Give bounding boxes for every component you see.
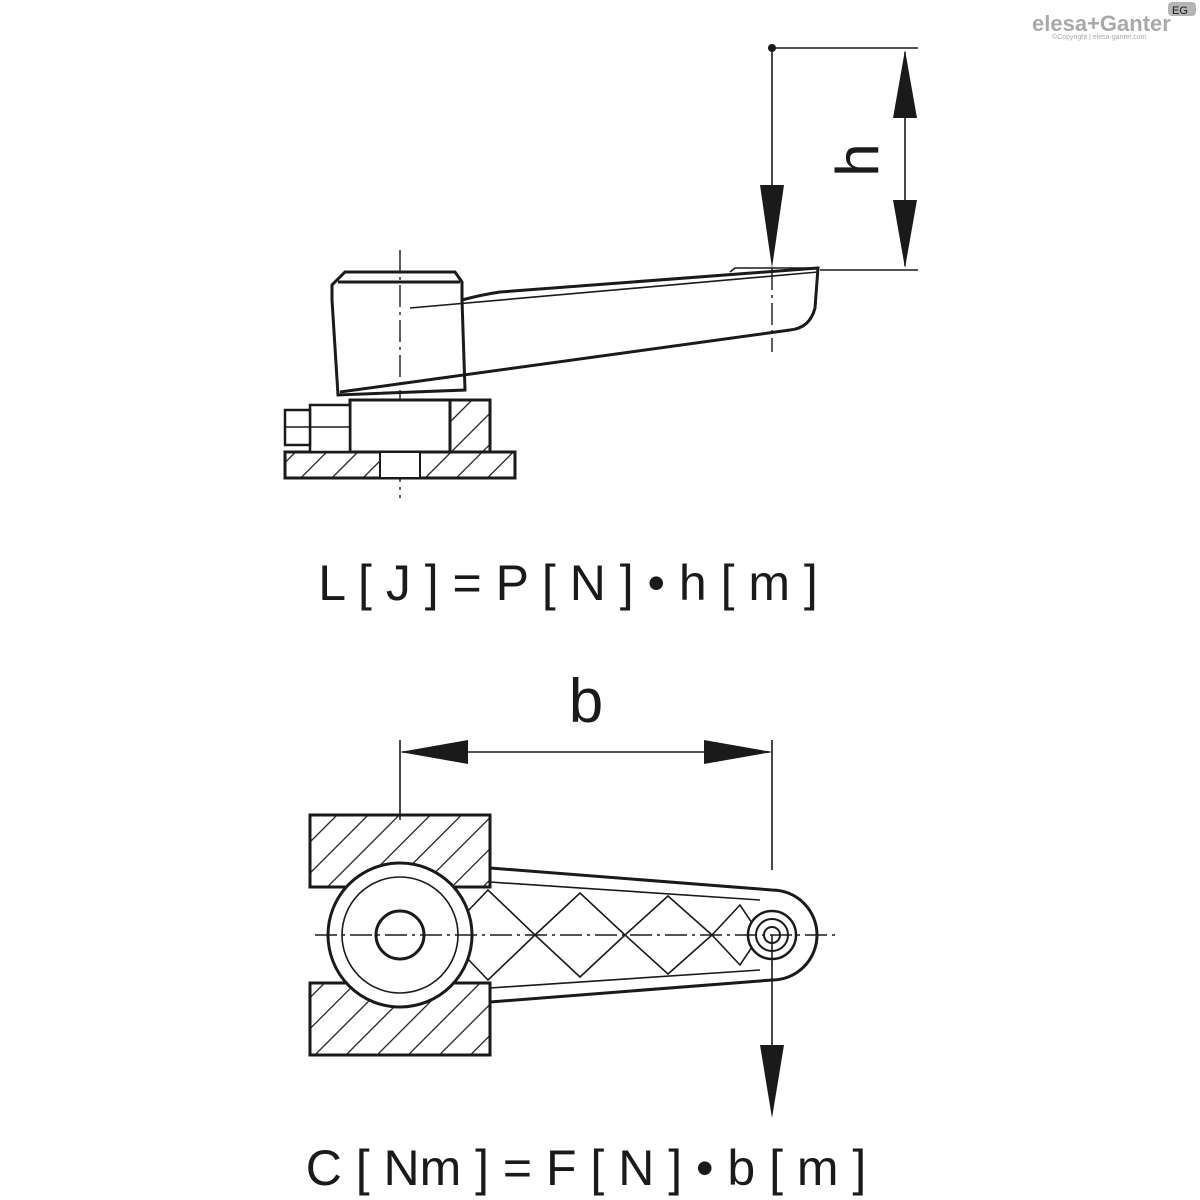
side-view-lever: h	[283, 44, 918, 498]
arrow-head	[400, 740, 468, 764]
top-view-lever: b	[308, 667, 835, 1118]
force-arrow-icon	[760, 1045, 784, 1118]
svg-text:elesa+Ganter: elesa+Ganter	[1032, 11, 1171, 36]
arrow-head	[893, 50, 917, 118]
b-dimension-label: b	[569, 667, 603, 736]
force-arrow-icon	[760, 185, 784, 268]
work-formula: L [ J ] = P [ N ] • h [ m ]	[318, 555, 818, 611]
elesa-ganter-logo: elesa+Ganter EG ©Copyright | elesa-gante…	[1032, 2, 1196, 41]
arrow-head	[893, 200, 917, 268]
svg-text:EG: EG	[1172, 5, 1188, 17]
arrow-head	[704, 740, 772, 764]
torque-formula: C [ Nm ] = F [ N ] • b [ m ]	[306, 1140, 867, 1196]
h-dimension-label: h	[824, 143, 891, 176]
svg-text:©Copyright | elesa-ganter.com: ©Copyright | elesa-ganter.com	[1052, 33, 1147, 41]
